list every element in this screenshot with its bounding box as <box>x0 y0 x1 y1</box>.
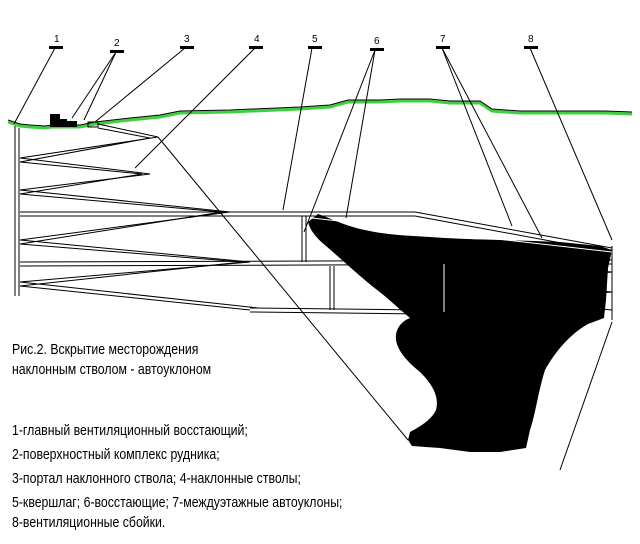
callout-7: 7 <box>436 34 450 49</box>
surface-complex-buildings <box>50 114 77 127</box>
svg-text:3: 3 <box>184 34 190 45</box>
leader-lines <box>13 47 613 471</box>
svg-text:7: 7 <box>440 34 446 45</box>
ore-white-line <box>311 217 613 253</box>
caption-line-1: Рис.2. Вскрытие месторождения <box>12 341 199 358</box>
legend-item-5: 8-вентиляционные сбойки. <box>12 514 166 531</box>
callout-6: 6 <box>370 36 384 51</box>
callout-4: 4 <box>249 34 263 49</box>
svg-text:8: 8 <box>528 34 534 45</box>
caption-line-2: наклонным стволом - автоуклоном <box>12 361 212 378</box>
ore-body <box>308 214 612 452</box>
svg-text:1: 1 <box>54 34 60 45</box>
callout-5: 5 <box>308 34 322 49</box>
legend-item-1: 1-главный вентиляционный восстающий; <box>12 422 248 439</box>
svg-text:5: 5 <box>312 34 318 45</box>
legend-item-2: 2-поверхностный комплекс рудника; <box>12 446 220 463</box>
legend-item-4: 5-квершлаг; 6-восстающие; 7-междуэтажные… <box>12 494 343 511</box>
svg-text:2: 2 <box>114 38 120 49</box>
svg-text:4: 4 <box>254 34 260 45</box>
surface-green-line <box>7 99 633 130</box>
callout-2: 2 <box>110 38 124 53</box>
figure-caption: Рис.2. Вскрытие месторождения наклонным … <box>12 340 211 380</box>
ground-surface <box>7 98 633 130</box>
svg-text:6: 6 <box>374 36 380 47</box>
mine-workings <box>14 123 613 320</box>
callout-8: 8 <box>524 34 538 49</box>
callout-3: 3 <box>180 34 194 49</box>
callout-labels: 1 2 3 4 5 6 7 8 <box>49 34 538 53</box>
callout-1: 1 <box>49 34 63 49</box>
legend-item-3: 3-портал наклонного ствола; 4-наклонные … <box>12 470 301 487</box>
